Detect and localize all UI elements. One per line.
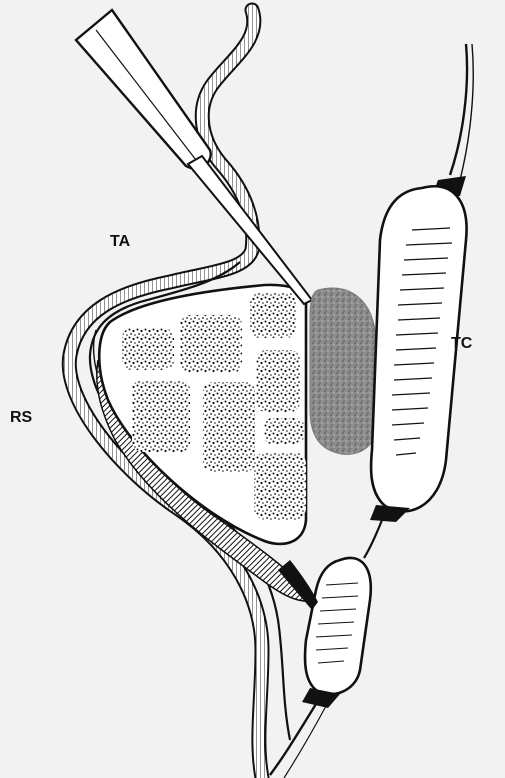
label-tc: TC <box>451 335 473 352</box>
grey-mass <box>310 288 378 454</box>
label-rs: RS <box>10 409 33 426</box>
label-ta: TA <box>110 233 131 250</box>
